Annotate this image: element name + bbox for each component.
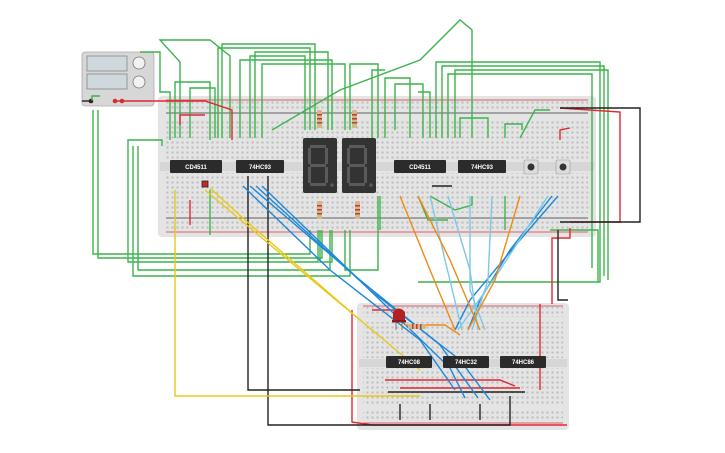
power-supply[interactable] xyxy=(81,51,155,107)
chip-label: 74HC32 xyxy=(455,360,478,366)
chip-u3[interactable]: CD4511 xyxy=(394,160,446,173)
display-icon xyxy=(86,55,128,72)
indicator-marker xyxy=(201,180,209,188)
pushbutton-icon[interactable] xyxy=(523,159,539,175)
chip-u4[interactable]: 74HC93 xyxy=(458,160,506,173)
pushbutton-icon[interactable] xyxy=(555,159,571,175)
chip-u5[interactable]: 74HC08 xyxy=(386,356,432,368)
led-icon[interactable] xyxy=(392,308,406,331)
chip-u6[interactable]: 74HC32 xyxy=(443,356,489,368)
wires-yellow[interactable] xyxy=(174,187,421,397)
chip-label: 74HC86 xyxy=(512,360,535,366)
chip-label: CD4511 xyxy=(409,165,431,171)
chip-u1[interactable]: CD4511 xyxy=(170,160,222,173)
chip-u2[interactable]: 74HC93 xyxy=(236,160,284,173)
knob-icon[interactable] xyxy=(132,75,146,89)
chip-label: 74HC08 xyxy=(398,360,421,366)
chip-label: 74HC93 xyxy=(471,165,494,171)
chip-label: CD4511 xyxy=(185,165,207,171)
seven-segment-display-icon[interactable] xyxy=(342,138,376,193)
resistors[interactable] xyxy=(317,110,426,329)
chip-label: 74HC93 xyxy=(249,165,272,171)
wires-black[interactable] xyxy=(82,100,641,426)
knob-icon[interactable] xyxy=(132,56,146,70)
seven-segment-display-icon[interactable] xyxy=(303,138,337,193)
chip-u7[interactable]: 74HC86 xyxy=(500,356,546,368)
